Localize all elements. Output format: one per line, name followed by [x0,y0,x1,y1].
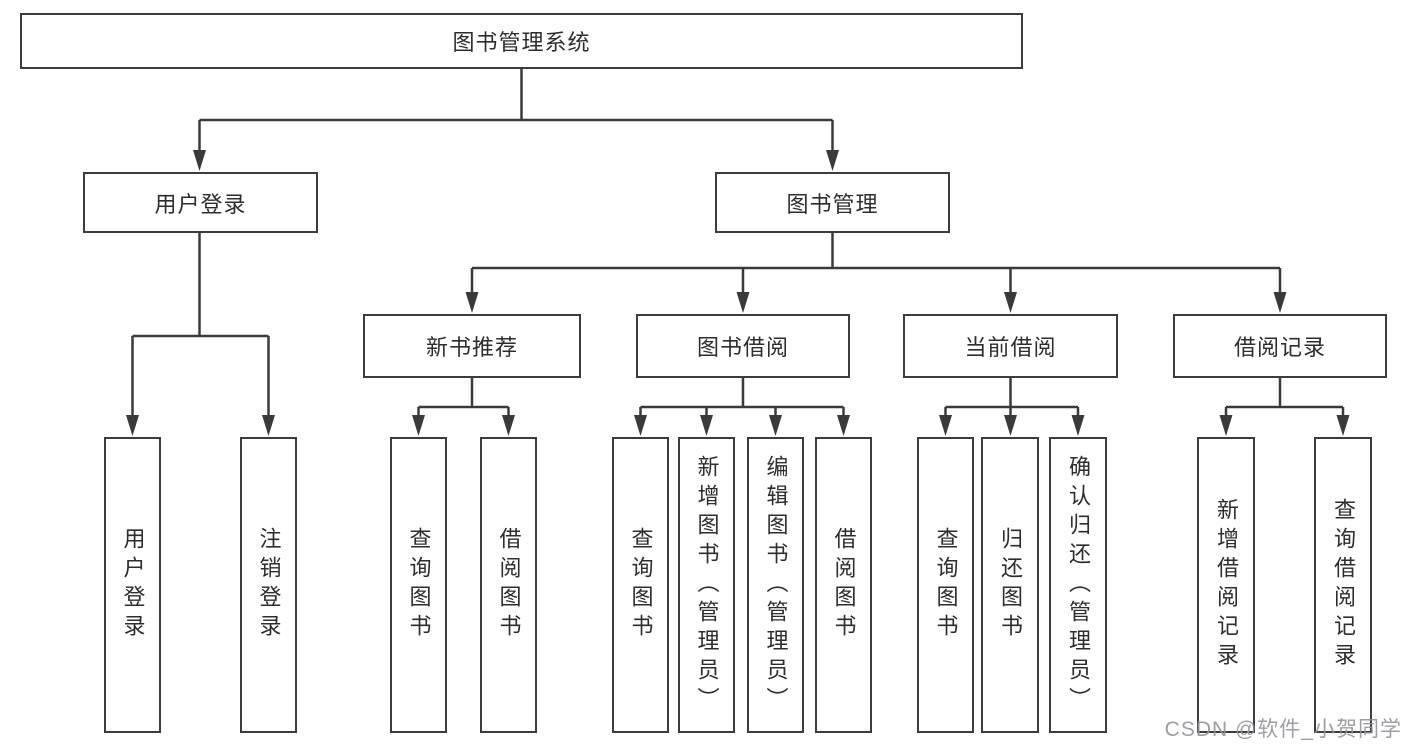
connector-user-login-children [126,233,275,436]
leaf-cb-return-books: 归还图书 [981,437,1039,733]
node-root-system: 图书管理系统 [20,13,1023,69]
leaf-bb-edit-books-admin: 编辑图书（管理员） [747,437,804,733]
leaf-logout: 注销登录 [240,437,297,733]
connector-new-book-children [412,378,515,436]
connector-borrow-records-children [1219,378,1350,436]
leaf-bb-borrow-books: 借阅图书 [815,437,872,733]
connector-book-borrow-children [634,378,850,436]
leaf-nbr-borrow-books: 借阅图书 [480,437,537,733]
leaf-br-query-borrow-record: 查询借阅记录 [1314,437,1372,733]
node-book-management: 图书管理 [715,172,950,233]
leaf-nbr-query-books: 查询图书 [390,437,447,733]
connector-book-management-children [465,233,1287,313]
leaf-br-add-borrow-record: 新增借阅记录 [1197,437,1255,733]
leaf-cb-confirm-return-admin: 确认归还（管理员） [1049,437,1107,733]
connector-current-borrow-children [939,378,1085,436]
csdn-watermark: CSDN @软件_小贺同学 [1164,718,1402,741]
node-book-borrow: 图书借阅 [636,314,850,378]
node-new-book-recommend: 新书推荐 [363,314,581,378]
leaf-bb-add-books-admin: 新增图书（管理员） [678,437,735,733]
node-user-login: 用户登录 [83,172,318,233]
leaf-user-login: 用户登录 [104,437,161,733]
connector-root-to-level2 [193,69,839,171]
node-borrow-records: 借阅记录 [1173,314,1387,378]
leaf-cb-query-books: 查询图书 [917,437,974,733]
node-current-borrow: 当前借阅 [903,314,1118,378]
leaf-bb-query-books: 查询图书 [612,437,669,733]
